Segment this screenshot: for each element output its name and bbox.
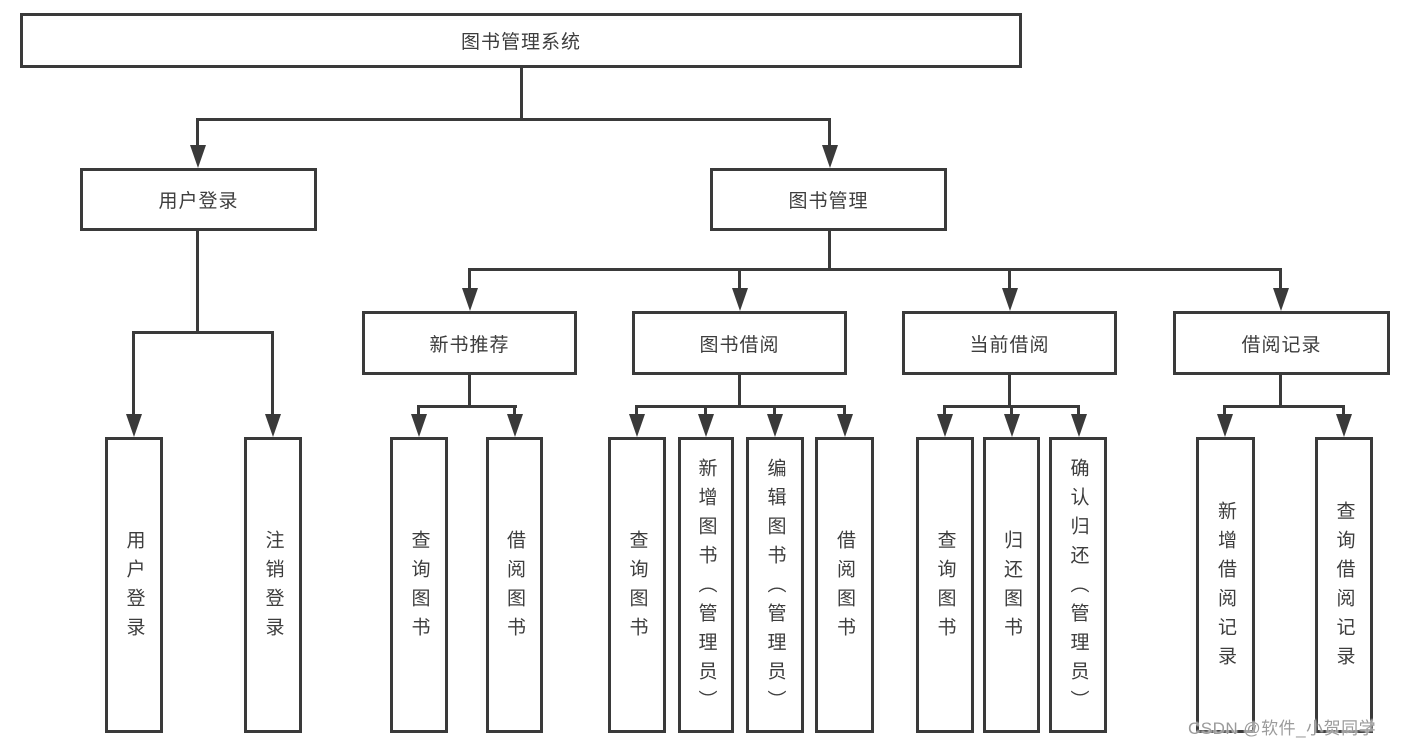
connector-line bbox=[132, 331, 135, 415]
connector-line bbox=[943, 405, 946, 417]
connector-line bbox=[738, 268, 741, 290]
node-book-borrow: 图书借阅 bbox=[632, 311, 847, 375]
connector-line bbox=[271, 331, 274, 415]
connector-line bbox=[1279, 375, 1282, 408]
connector-line bbox=[635, 405, 845, 408]
leaf-edit-books-admin: 编辑图书（管理员） bbox=[746, 437, 804, 733]
connector-line bbox=[1008, 268, 1011, 290]
connector-line bbox=[1008, 375, 1011, 408]
connector-line bbox=[843, 405, 846, 417]
connector-line bbox=[1342, 405, 1345, 417]
connector-line bbox=[132, 331, 274, 334]
leaf-confirm-return-admin: 确认归还（管理员） bbox=[1049, 437, 1107, 733]
connector-line bbox=[417, 405, 420, 417]
leaf-query-borrow-record: 查询借阅记录 bbox=[1315, 437, 1373, 733]
connector-line bbox=[1279, 268, 1282, 290]
connector-line bbox=[1223, 405, 1226, 417]
connector-line bbox=[738, 375, 741, 408]
connector-line bbox=[828, 231, 831, 270]
connector-line bbox=[635, 405, 638, 417]
leaf-borrow-books-2: 借阅图书 bbox=[815, 437, 874, 733]
arrow-down-icon bbox=[411, 414, 427, 437]
connector-line bbox=[513, 405, 516, 417]
arrow-down-icon bbox=[126, 414, 142, 437]
node-root-system: 图书管理系统 bbox=[20, 13, 1022, 68]
arrow-down-icon bbox=[265, 414, 281, 437]
arrow-down-icon bbox=[190, 145, 206, 168]
connector-line bbox=[468, 268, 471, 290]
leaf-query-books-1: 查询图书 bbox=[390, 437, 448, 733]
connector-line bbox=[1223, 405, 1344, 408]
arrow-down-icon bbox=[629, 414, 645, 437]
leaf-borrow-books-1: 借阅图书 bbox=[486, 437, 543, 733]
arrow-down-icon bbox=[822, 145, 838, 168]
arrow-down-icon bbox=[1336, 414, 1352, 437]
connector-line bbox=[196, 118, 831, 121]
node-book-management: 图书管理 bbox=[710, 168, 947, 231]
arrow-down-icon bbox=[507, 414, 523, 437]
node-user-login: 用户登录 bbox=[80, 168, 317, 231]
leaf-add-books-admin: 新增图书（管理员） bbox=[678, 437, 734, 733]
arrow-down-icon bbox=[462, 288, 478, 311]
connector-line bbox=[417, 405, 517, 408]
arrow-down-icon bbox=[1273, 288, 1289, 311]
connector-line bbox=[773, 405, 776, 417]
arrow-down-icon bbox=[1071, 414, 1087, 437]
node-new-book-recommend: 新书推荐 bbox=[362, 311, 577, 375]
connector-line bbox=[1077, 405, 1080, 417]
connector-line bbox=[520, 68, 523, 121]
arrow-down-icon bbox=[732, 288, 748, 311]
arrow-down-icon bbox=[1004, 414, 1020, 437]
arrow-down-icon bbox=[1217, 414, 1233, 437]
connector-line bbox=[468, 375, 471, 408]
connector-line bbox=[196, 231, 199, 334]
arrow-down-icon bbox=[937, 414, 953, 437]
node-current-borrow: 当前借阅 bbox=[902, 311, 1117, 375]
leaf-add-borrow-record: 新增借阅记录 bbox=[1196, 437, 1255, 733]
connector-line bbox=[1010, 405, 1013, 417]
connector-line bbox=[828, 118, 831, 147]
leaf-query-books-2: 查询图书 bbox=[608, 437, 666, 733]
leaf-return-books: 归还图书 bbox=[983, 437, 1040, 733]
arrow-down-icon bbox=[767, 414, 783, 437]
connector-line bbox=[704, 405, 707, 417]
arrow-down-icon bbox=[837, 414, 853, 437]
leaf-logout: 注销登录 bbox=[244, 437, 302, 733]
arrow-down-icon bbox=[1002, 288, 1018, 311]
node-borrow-records: 借阅记录 bbox=[1173, 311, 1390, 375]
connector-line bbox=[196, 118, 199, 147]
leaf-query-books-3: 查询图书 bbox=[916, 437, 974, 733]
leaf-user-login: 用户登录 bbox=[105, 437, 163, 733]
arrow-down-icon bbox=[698, 414, 714, 437]
connector-line bbox=[468, 268, 1282, 271]
csdn-watermark: CSDN @软件_小贺同学 bbox=[1188, 719, 1377, 738]
